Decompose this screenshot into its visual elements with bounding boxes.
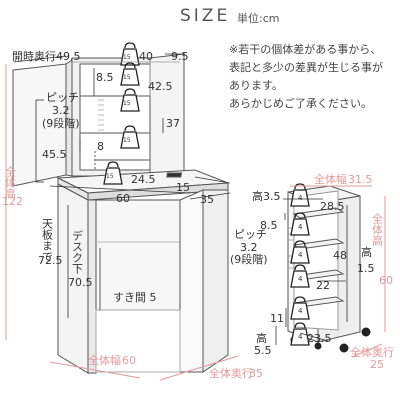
cabinet-inner-37: 37	[166, 117, 180, 130]
desk-pink-dimension-lines	[5, 64, 239, 381]
gap-label: すき間 5	[113, 291, 157, 304]
wagon-weight-4: 4	[298, 275, 303, 283]
under-desk-label: デスク下	[71, 229, 84, 275]
wagon-pitch-line-2: 3.2	[240, 241, 258, 254]
note-line-2: 表記と多少の差異が生じる事が	[229, 61, 383, 74]
wagon-inner-11: 11	[270, 312, 284, 325]
wagon-side-height-label: 高	[361, 245, 372, 259]
under-desk-value: 70.5	[68, 276, 93, 289]
desk-dimension-lines	[13, 53, 231, 318]
unit-label: 単位:cm	[237, 12, 280, 25]
wagon-shelf-8-5: 8.5	[260, 219, 278, 232]
desk-body	[56, 169, 229, 374]
desk-width-60: 60	[116, 192, 130, 205]
total-width-label: 全体幅	[88, 353, 121, 367]
wagon-total-depth-label: 全体奥行	[350, 345, 394, 359]
wagon-total-width-value: 31.5	[348, 173, 373, 186]
cabinet-side-9-5: 9.5	[171, 50, 189, 63]
total-height-value: 122	[2, 195, 23, 208]
cabinet-height-45-5: 45.5	[42, 148, 67, 161]
total-height-label: 全体高	[4, 165, 17, 200]
wagon-total-height-value: 60	[379, 274, 393, 287]
wagon-inner-22: 22	[316, 279, 330, 292]
wagon-weight-5: 4	[298, 307, 303, 315]
wagon-total-depth-value: 25	[370, 358, 384, 371]
weight-2-value: 15	[123, 74, 131, 81]
weight-1-value: 15	[123, 54, 131, 61]
weight-3-value: 15	[123, 100, 131, 107]
wagon-weight-6: 4	[298, 333, 303, 341]
cabinet-inner-42-5: 42.5	[148, 80, 173, 93]
desk-labels: 開時奥行49.5 40 9.5 8.5 42.5 ピッチ 3.2 (9段階) 3…	[2, 49, 263, 380]
total-depth-label: 全体奥行	[209, 366, 253, 380]
wagon-weight-3: 4	[298, 251, 303, 259]
total-depth-value: 35	[249, 367, 263, 380]
wagon-inner-23-5: 23.5	[307, 332, 332, 345]
wagon-bottom-height-label: 高	[256, 331, 267, 345]
top-height-value: 72.5	[38, 254, 63, 267]
disclaimer-note: ※若干の個体差がある事から、 表記と多少の差異が生じる事が あります。 あらかじ…	[229, 41, 397, 113]
wagon-width-28-5: 28.5	[320, 200, 345, 213]
wagon-weight-1: 4	[298, 194, 303, 202]
pitch-label-line-2: 3.2	[52, 104, 70, 117]
wagon-dimension-lines	[275, 198, 348, 345]
cabinet-shelf-8-5: 8.5	[96, 71, 114, 84]
note-line-3: あります。	[229, 79, 283, 92]
weight-4-value: 15	[123, 137, 131, 144]
note-line-4: あらかじめご了承ください。	[229, 97, 372, 110]
wagon-weight-2: 4	[298, 223, 303, 231]
right-door-panel	[149, 53, 185, 177]
right-side-panel	[202, 189, 229, 373]
wagon-total-height-label: 全体高	[371, 212, 384, 247]
wagon-pitch-line-3: (9段階)	[230, 252, 268, 266]
desk-depth-35: 35	[200, 193, 214, 206]
desk-depth-24-5: 24.5	[131, 173, 156, 186]
desk-width-15: 15	[176, 181, 190, 194]
note-line-1: ※若干の個体差がある事から、	[229, 43, 382, 56]
weight-5-value: 15	[106, 173, 114, 180]
size-title: SIZE	[180, 6, 231, 26]
open-depth-label: 開時奥行49.5	[12, 49, 81, 63]
total-width-value: 60	[122, 354, 136, 367]
wagon-total-width-label: 全体幅	[314, 172, 347, 186]
pitch-label-line-1: ピッチ	[46, 91, 79, 104]
cable-slot	[166, 172, 183, 178]
wagon-pitch-line-1: ピッチ	[234, 228, 267, 241]
cabinet-width-40: 40	[139, 50, 153, 63]
wagon-top-height: 高3.5	[252, 189, 281, 203]
wagon-inner-48: 48	[333, 249, 347, 262]
wagon-labels: 全体幅 31.5 高3.5 28.5 8.5 ピッチ 3.2 (9段階) 48 …	[230, 172, 394, 371]
wagon-bottom-height-value: 5.5	[254, 344, 272, 357]
wagon-side-height-value: 1.5	[357, 262, 375, 275]
top-height-label: 天板まで	[41, 218, 54, 262]
cabinet-inner-8: 8	[97, 140, 104, 153]
wagon-pink-dimension-lines	[290, 185, 386, 358]
pitch-label-line-3: (9段階)	[42, 116, 80, 130]
